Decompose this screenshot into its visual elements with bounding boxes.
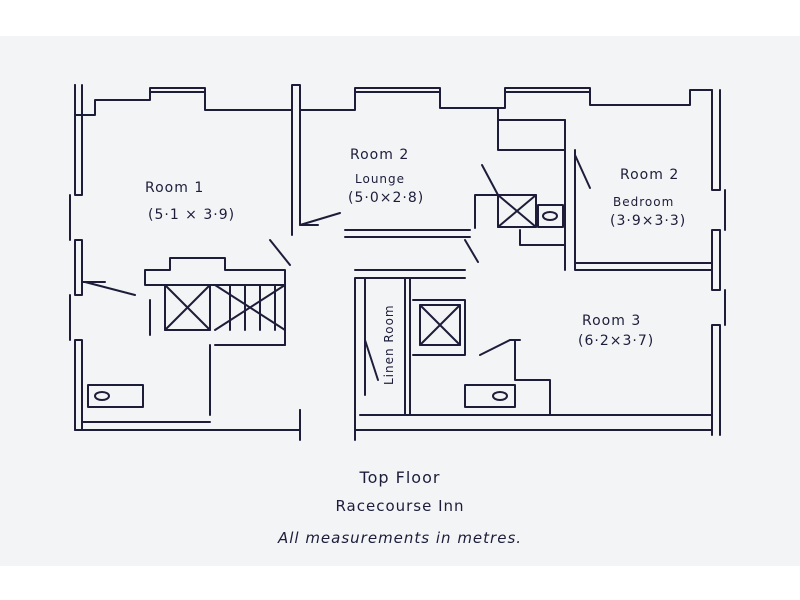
room2-bedroom-dims: (3·9×3·3) (610, 213, 687, 229)
stair-landing (149, 299, 286, 416)
lift-cross-lower (419, 304, 461, 346)
stair-flight-1-cross (164, 284, 211, 331)
left-wall (74, 84, 83, 431)
sink-room1-basin (94, 391, 110, 401)
lift-shaft-lower (419, 304, 461, 346)
door-room1-left (84, 281, 136, 296)
right-wall (711, 89, 721, 436)
paper-sheet (0, 36, 800, 566)
lounge-corridor (474, 164, 566, 246)
stair-flight-2 (214, 284, 286, 331)
lift-shaft-upper (497, 194, 537, 228)
room3-dims: (6·2×3·7) (578, 333, 655, 349)
top-wall (74, 84, 713, 116)
door-linen (364, 339, 379, 381)
door-lounge (464, 239, 479, 263)
sink-room1 (87, 384, 144, 408)
linen-room-walls (354, 269, 466, 416)
room2-bedroom-name: Room 2 (620, 167, 680, 183)
door-room3 (479, 339, 511, 356)
bedroom-top-wall (497, 107, 566, 151)
sink-room3-basin (492, 391, 508, 401)
room1-name: Room 1 (145, 180, 205, 196)
sink-bedroom-basin (542, 211, 558, 221)
caption-building: Racecourse Inn (335, 497, 465, 515)
room3-name: Room 3 (582, 313, 642, 329)
lift-lower-walls (412, 299, 466, 356)
room1-right-wall (291, 109, 319, 236)
stair-flight-1 (164, 284, 211, 331)
lift-cross-upper (497, 194, 537, 228)
room2-lounge-sub: Lounge (355, 172, 406, 186)
door-stair (269, 239, 291, 266)
sink-room3 (464, 384, 516, 408)
room2-bedroom-sub: Bedroom (613, 195, 675, 209)
caption-note: All measurements in metres. (277, 529, 523, 547)
room1-dims: (5·1 × 3·9) (148, 207, 236, 223)
linen-room-name: Linen Room (382, 304, 396, 385)
room3-partition (509, 339, 551, 416)
bottom-wall (74, 409, 713, 441)
room2-lounge-name: Room 2 (350, 147, 410, 163)
door-bedroom (574, 154, 591, 189)
lounge-bottom-wall (344, 229, 471, 238)
sink-bedroom (537, 204, 564, 228)
room2-lounge-dims: (5·0×2·8) (348, 190, 425, 206)
caption-floor: Top Floor (359, 468, 441, 487)
door-room1 (299, 212, 341, 226)
